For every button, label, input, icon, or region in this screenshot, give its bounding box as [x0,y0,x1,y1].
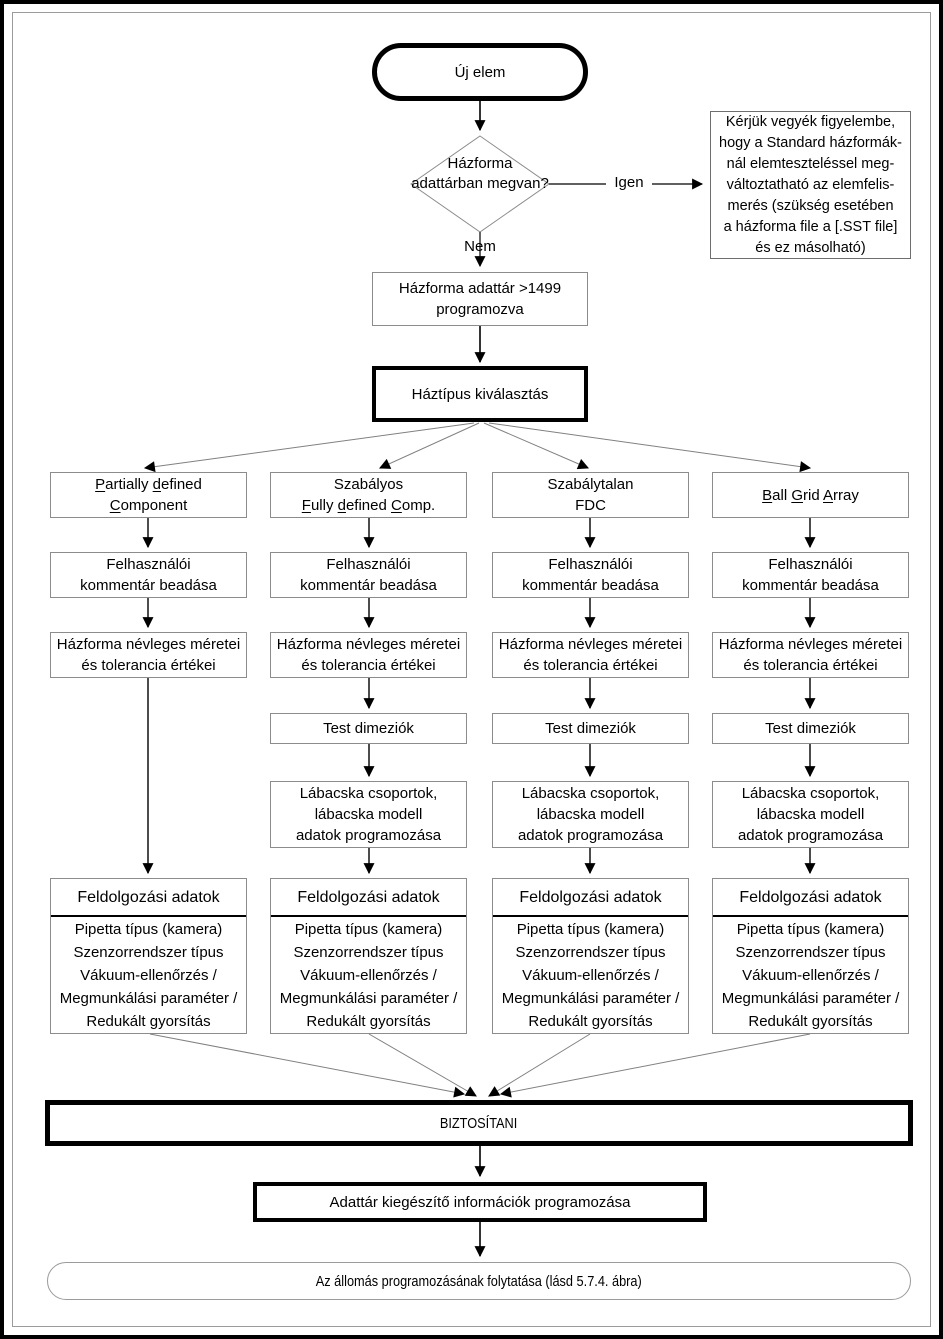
c4-user-comment-label: Felhasználói kommentár beadása [742,556,879,594]
branch-bga-header: Ball Grid Array [712,472,909,518]
c2-nominal-sizes-box: Házforma névleges méretei és tolerancia … [270,632,467,678]
c1-processing-title: Feldolgozási adatok [51,879,246,917]
c4-processing-details: Pipetta típus (kamera) Szenzorrendszer t… [721,920,900,1030]
decision-question: Házforma adattárban megvan? [411,155,549,192]
start-terminal-label: Új elem [454,63,506,81]
c2-pin-groups-label: Lábacska csoportok, lábacska modell adat… [295,785,442,844]
supplement-info-label: Adattár kiegészítő információk programoz… [329,1193,631,1211]
end-terminal-label: Az állomás programozásának folytatása (l… [315,1272,643,1290]
c1-user-comment-box: Felhasználói kommentár beadása [50,552,247,598]
housing-type-select-label: Háztípus kiválasztás [411,385,549,403]
supplement-info-box: Adattár kiegészítő információk programoz… [253,1182,707,1222]
standard-housing-note: Kérjük vegyék figyelembe, hogy a Standar… [710,111,911,259]
c3-user-comment-label: Felhasználói kommentár beadása [522,556,659,594]
c3-user-comment-box: Felhasználói kommentár beadása [492,552,689,598]
c2-nominal-sizes-label: Házforma névleges méretei és tolerancia … [276,636,461,674]
c1-user-comment-label: Felhasználói kommentár beadása [80,556,217,594]
database-programmed-label: Házforma adattár >1499 programozva [398,280,562,318]
ensure-box-label: BIZTOSÍTANI [440,1114,518,1132]
standard-housing-note-text: Kérjük vegyék figyelembe, hogy a Standar… [719,113,902,256]
c3-pin-groups-label: Lábacska csoportok, lábacska modell adat… [517,785,664,844]
c4-nominal-sizes-label: Házforma névleges méretei és tolerancia … [718,636,903,674]
c3-pin-groups-box: Lábacska csoportok, lábacska modell adat… [492,781,689,848]
c4-processing-title: Feldolgozási adatok [713,879,908,917]
c4-processing-box: Feldolgozási adatok Pipetta típus (kamer… [712,878,909,1034]
c2-test-dimensions-box: Test dimeziók [270,713,467,744]
c2-user-comment-box: Felhasználói kommentár beadása [270,552,467,598]
c4-pin-groups-box: Lábacska csoportok, lábacska modell adat… [712,781,909,848]
c3-test-dimensions-box: Test dimeziók [492,713,689,744]
c3-processing-details: Pipetta típus (kamera) Szenzorrendszer t… [501,920,680,1030]
c2-test-dimensions-label: Test dimeziók [323,720,414,737]
decision-yes-label: Igen [606,174,652,191]
c1-nominal-sizes-label: Házforma névleges méretei és tolerancia … [56,636,241,674]
c2-processing-details: Pipetta típus (kamera) Szenzorrendszer t… [279,920,458,1030]
c4-test-dimensions-label: Test dimeziók [765,720,856,737]
ensure-box: BIZTOSÍTANI [45,1100,913,1146]
c2-pin-groups-box: Lábacska csoportok, lábacska modell adat… [270,781,467,848]
c4-user-comment-box: Felhasználói kommentár beadása [712,552,909,598]
page-inner-border [12,12,931,1327]
c1-nominal-sizes-box: Házforma névleges méretei és tolerancia … [50,632,247,678]
c1-processing-box: Feldolgozási adatok Pipetta típus (kamer… [50,878,247,1034]
c2-user-comment-label: Felhasználói kommentár beadása [300,556,437,594]
c3-processing-title: Feldolgozási adatok [493,879,688,917]
housing-type-select-box: Háztípus kiválasztás [372,366,588,422]
c3-test-dimensions-label: Test dimeziók [545,720,636,737]
c3-processing-box: Feldolgozási adatok Pipetta típus (kamer… [492,878,689,1034]
start-terminal: Új elem [372,43,588,101]
c1-processing-details: Pipetta típus (kamera) Szenzorrendszer t… [59,920,238,1030]
c3-nominal-sizes-label: Házforma névleges méretei és tolerancia … [498,636,683,674]
end-terminal: Az állomás programozásának folytatása (l… [47,1262,911,1300]
c2-processing-box: Feldolgozási adatok Pipetta típus (kamer… [270,878,467,1034]
c2-processing-title: Feldolgozási adatok [271,879,466,917]
database-programmed-box: Házforma adattár >1499 programozva [372,272,588,326]
c4-test-dimensions-box: Test dimeziók [712,713,909,744]
c3-nominal-sizes-box: Házforma névleges méretei és tolerancia … [492,632,689,678]
branch-bga-header-label: Ball Grid Array [762,486,859,504]
decision-no-label: Nem [464,238,496,255]
c4-pin-groups-label: Lábacska csoportok, lábacska modell adat… [737,785,884,844]
c4-nominal-sizes-box: Házforma névleges méretei és tolerancia … [712,632,909,678]
